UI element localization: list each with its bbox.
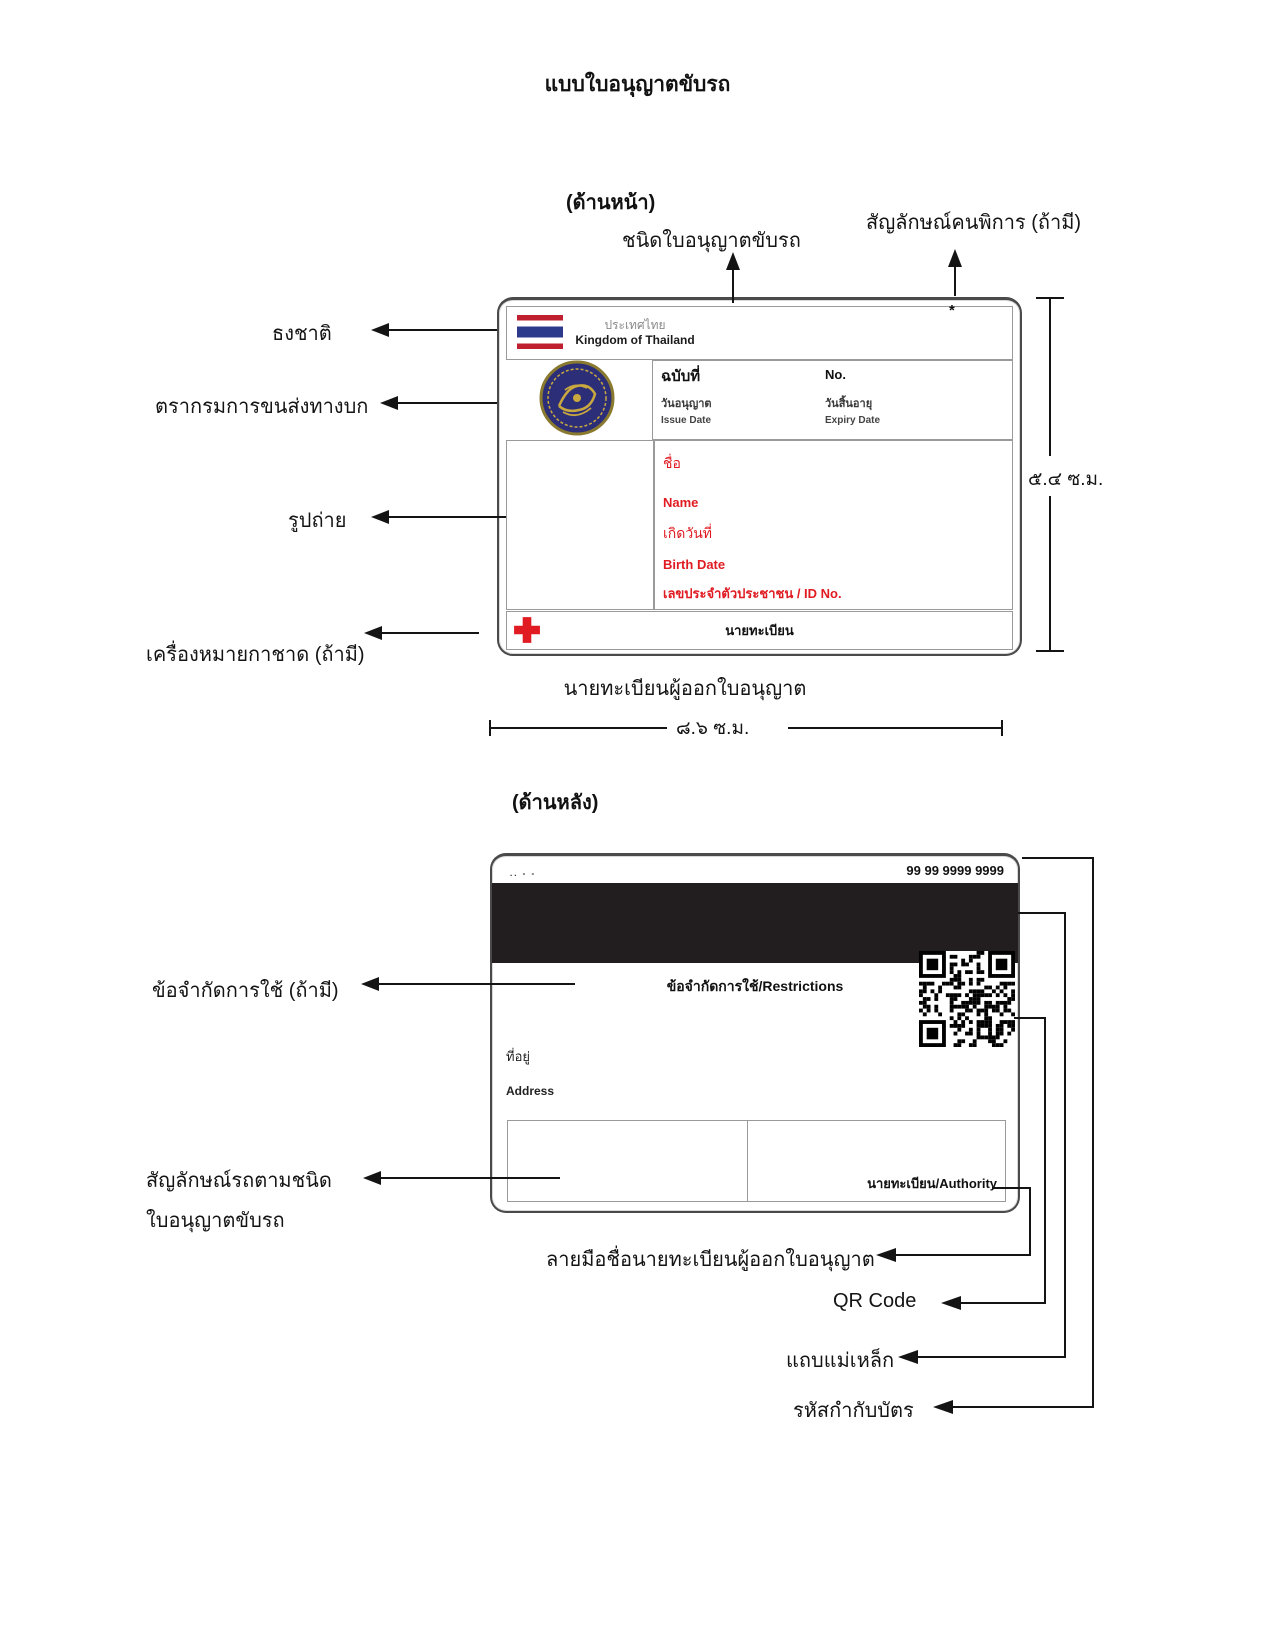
registrar-label: นายทะเบียน [725, 623, 794, 638]
registrar-caption: นายทะเบียนผู้ออกใบอนุญาต [563, 678, 807, 700]
field-issue-en: Issue Date [661, 415, 712, 426]
arrow-national-flag [371, 323, 497, 337]
field-no-th: ฉบับที่ [661, 368, 701, 385]
callout-license-type: ชนิดใบอนุญาตขับรถ [622, 230, 801, 252]
restrictions-heading: ข้อจำกัดการใช้/Restrictions [666, 978, 844, 994]
card-header-box: ประเทศไทย Kingdom of Thailand [506, 306, 1013, 360]
arrow-disability-symbol [948, 249, 962, 296]
arrow-dlt-seal [380, 396, 497, 410]
callout-photo: รูปถ่าย [288, 510, 347, 532]
callout-magnetic-stripe: แถบแม่เหล็ก [786, 1350, 895, 1372]
card-serial-number: 99 99 9999 9999 [906, 863, 1004, 878]
arrow-license-type [726, 252, 740, 303]
field-name-en: Name [663, 495, 699, 510]
callout-national-flag: ธงชาติ [272, 323, 332, 345]
authority-label: นายทะเบียน/Authority [867, 1176, 997, 1191]
country-name-th: ประเทศไทย [604, 318, 666, 332]
back-section-label: (ด้านหลัง) [512, 792, 599, 814]
front-section-label: (ด้านหน้า) [566, 192, 656, 214]
field-name-th: ชื่อ [663, 455, 681, 471]
vehicle-symbol-box [507, 1120, 749, 1202]
dlt-seal-icon [539, 360, 615, 436]
width-dimension-label: ๘.๖ ซ.ม. [676, 718, 750, 739]
arrow-photo [371, 510, 506, 524]
address-label-en: Address [506, 1084, 555, 1098]
callout-card-code: รหัสกำกับบัตร [793, 1400, 914, 1422]
page-title: แบบใบอนุญาตขับรถ [544, 73, 731, 96]
field-expiry-en: Expiry Date [825, 415, 881, 426]
callout-qr-code: QR Code [833, 1290, 917, 1312]
license-card-back: .. - - 99 99 9999 9999 ข้อจำกัดการใช้/Re… [490, 853, 1020, 1213]
callout-red-cross-mark: เครื่องหมายกาชาด (ถ้ามี) [146, 644, 365, 666]
card-name-box: ชื่อ Name เกิดวันที่ Birth Date เลขประจำ… [654, 440, 1013, 610]
field-birth-en: Birth Date [663, 557, 726, 572]
country-name-en: Kingdom of Thailand [575, 333, 695, 347]
callout-disability-symbol: สัญลักษณ์คนพิการ (ถ้ามี) [866, 212, 1082, 234]
registrar-strip: นายทะเบียน [506, 611, 1013, 650]
card-fields-box: ฉบับที่ No. วันอนุญาต วันสิ้นอายุ Issue … [652, 360, 1013, 440]
field-expiry-th: วันสิ้นอายุ [825, 398, 873, 410]
qr-code [919, 951, 1015, 1047]
disability-asterisk: * [949, 302, 955, 319]
arrow-red-cross [364, 626, 479, 640]
callout-dlt-seal: ตรากรมการขนส่งทางบก [155, 396, 369, 418]
field-no-en: No. [825, 367, 846, 382]
thai-flag-icon [517, 315, 563, 349]
callout-signature: ลายมือชื่อนายทะเบียนผู้ออกใบอนุญาต [546, 1249, 875, 1271]
height-dimension-label: ๕.๔ ซ.ม. [1028, 469, 1104, 490]
card-code-mark: .. - - [510, 869, 537, 878]
callout-vehicle-symbol-line2: ใบอนุญาตขับรถ [146, 1210, 285, 1232]
photo-box [506, 440, 654, 610]
authority-box: นายทะเบียน/Authority [747, 1120, 1006, 1202]
field-issue-th: วันอนุญาต [661, 398, 712, 410]
address-label-th: ที่อยู่ [506, 1049, 530, 1064]
callout-restrictions: ข้อจำกัดการใช้ (ถ้ามี) [152, 980, 339, 1002]
callout-vehicle-symbol-line1: สัญลักษณ์รถตามชนิด [146, 1170, 332, 1192]
license-card-front: ประเทศไทย Kingdom of Thailand * ฉบับที่ … [497, 297, 1022, 656]
field-birth-th: เกิดวันที่ [663, 525, 713, 541]
field-id-no: เลขประจำตัวประชาชน / ID No. [663, 586, 842, 601]
red-cross-icon [514, 617, 540, 643]
